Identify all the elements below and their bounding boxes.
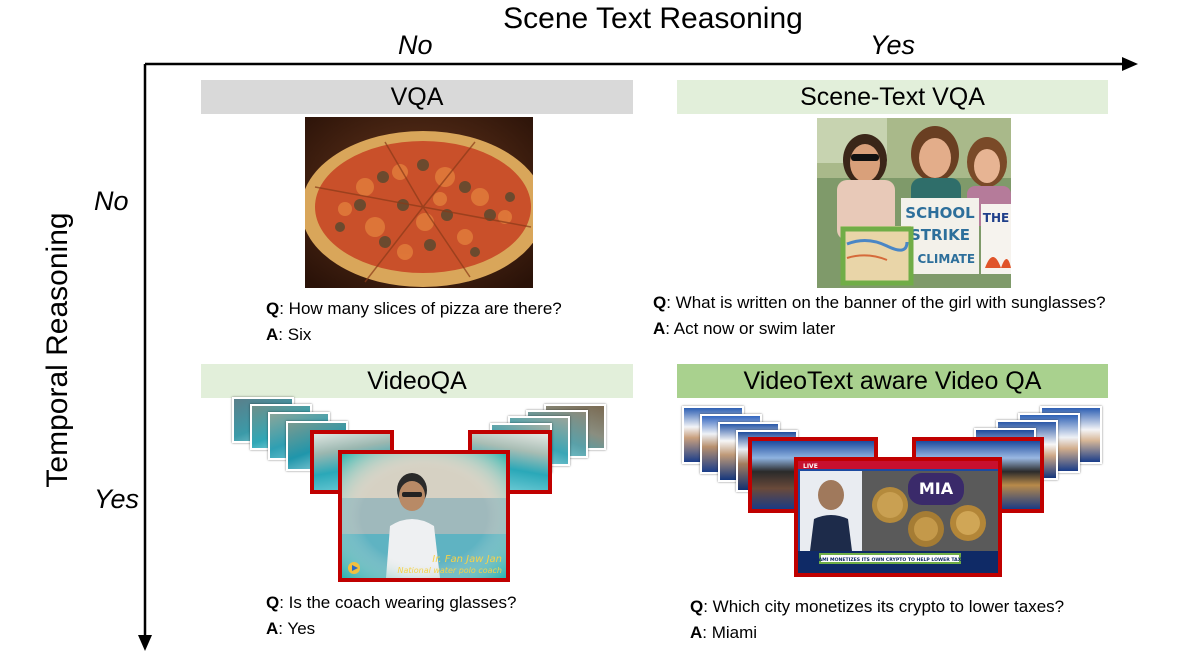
y-axis-title: Temporal Reasoning: [41, 212, 74, 488]
videoqa-q-prefix: Q: [266, 593, 280, 612]
y-axis-no-label: No: [94, 186, 129, 216]
scene-text-vqa-a-prefix: A: [653, 319, 666, 338]
videotext-qa-title-banner: VideoText aware Video QA: [677, 364, 1108, 398]
video-caption-name: Ir. Fan Jaw Jan: [432, 554, 502, 565]
news-video-still: LIVE MIA MIAMI MONETIZES ITS OWN CRYPTO …: [798, 461, 998, 573]
banner-text-climate: 4 CLIMATE: [905, 252, 975, 266]
vqa-qa: Q: How many slices of pizza are there? A…: [266, 296, 562, 348]
videotext-qa-q-prefix: Q: [690, 597, 704, 616]
banner-text-strike: STRIKE: [910, 226, 970, 244]
news-ticker-text: MIAMI MONETIZES ITS OWN CRYPTO TO HELP L…: [812, 557, 967, 563]
scene-text-vqa-question: Q: What is written on the banner of the …: [653, 290, 1106, 316]
vqa-question: Q: How many slices of pizza are there?: [266, 296, 562, 322]
videotext-qa-question: Q: Which city monetizes its crypto to lo…: [690, 594, 1064, 620]
scene-text-vqa-q-prefix: Q: [653, 293, 667, 312]
coach-video-still: Ir. Fan Jaw Jan National water polo coac…: [342, 454, 506, 578]
y-axis-arrowhead: [138, 635, 152, 651]
videoqa-answer: A: Yes: [266, 616, 516, 642]
girls-with-banner-image: SCHOOL STRIKE 4 CLIMATE THE: [817, 118, 1011, 288]
vqa-q-prefix: Q: [266, 299, 280, 318]
x-axis-title: Scene Text Reasoning: [503, 2, 803, 35]
x-axis-yes-label: Yes: [870, 30, 916, 60]
vqa-answer-text: : Six: [278, 325, 312, 344]
vqa-a-prefix: A: [266, 325, 279, 344]
videotext-main-frame: LIVE MIA MIAMI MONETIZES ITS OWN CRYPTO …: [794, 457, 1002, 577]
video-caption-role: National water polo coach: [397, 566, 502, 575]
vqa-question-text: : How many slices of pizza are there?: [279, 299, 562, 318]
x-axis-no-label: No: [398, 30, 433, 60]
scene-text-vqa-answer-text: : Act now or swim later: [665, 319, 836, 338]
live-tag: LIVE: [803, 463, 818, 470]
videoqa-question: Q: Is the coach wearing glasses?: [266, 590, 516, 616]
videoqa-a-prefix: A: [266, 619, 279, 638]
videoqa-question-text: : Is the coach wearing glasses?: [279, 593, 517, 612]
videoqa-title-banner: VideoQA: [201, 364, 633, 398]
videoqa-main-frame: Ir. Fan Jaw Jan National water polo coac…: [338, 450, 510, 582]
x-axis-arrowhead: [1122, 57, 1138, 71]
scene-text-vqa-answer: A: Act now or swim later: [653, 316, 1106, 342]
videotext-qa-question-text: : Which city monetizes its crypto to low…: [703, 597, 1065, 616]
videotext-qa-qa: Q: Which city monetizes its crypto to lo…: [690, 594, 1064, 646]
y-axis-yes-label: Yes: [94, 484, 140, 514]
screen-text-mia: MIA: [919, 479, 954, 498]
banner-text-school: SCHOOL: [905, 204, 975, 222]
videotext-qa-a-prefix: A: [690, 623, 703, 642]
scene-text-vqa-qa: Q: What is written on the banner of the …: [653, 290, 1106, 342]
banner-text-the: THE: [983, 211, 1009, 225]
pizza-image: [305, 117, 533, 288]
videoqa-answer-text: : Yes: [278, 619, 316, 638]
scene-text-vqa-question-text: : What is written on the banner of the g…: [666, 293, 1106, 312]
videotext-qa-answer-text: : Miami: [702, 623, 758, 642]
vqa-title-banner: VQA: [201, 80, 633, 114]
scene-text-vqa-title-banner: Scene-Text VQA: [677, 80, 1108, 114]
vqa-answer: A: Six: [266, 322, 562, 348]
videoqa-qa: Q: Is the coach wearing glasses? A: Yes: [266, 590, 516, 642]
videotext-qa-answer: A: Miami: [690, 620, 1064, 646]
answer-highlight-box: [840, 226, 914, 286]
